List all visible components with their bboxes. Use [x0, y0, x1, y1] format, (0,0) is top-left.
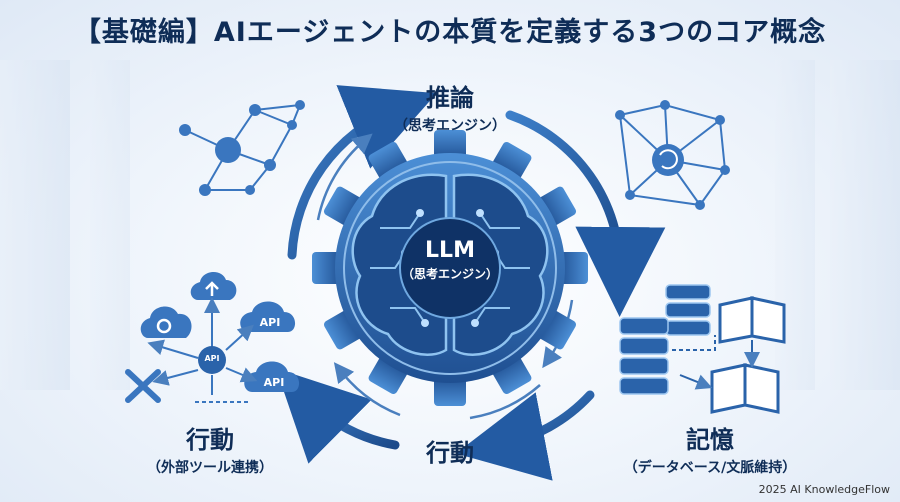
- network-nodes-right: [615, 100, 730, 210]
- cycle-arrows: [275, 85, 666, 481]
- network-icon-left: [184, 104, 301, 191]
- label-action-left: 行動 （外部ツール連携）: [147, 426, 273, 476]
- memory-flow-arrows: [672, 335, 760, 390]
- api-badge-center: API: [204, 354, 220, 363]
- network-nodes-left: [179, 100, 305, 196]
- api-badge-top-right: API: [259, 316, 281, 329]
- label-action-bottom: 行動: [426, 439, 474, 467]
- center-main: LLM: [425, 238, 475, 263]
- background-pillar-right: [830, 60, 900, 390]
- book-icon-top: [718, 296, 786, 344]
- page-title: 【基礎編】AIエージェントの本質を定義する3つのコア概念: [73, 17, 827, 48]
- gear-icon: [156, 318, 172, 334]
- wrench-screwdriver-icon: [125, 369, 161, 403]
- background-pillar-left: [0, 60, 70, 390]
- tools-cluster: [125, 271, 300, 403]
- label-reasoning: 推論 （思考エンジン）: [394, 84, 506, 134]
- center-llm-label: LLM （思考エンジン）: [388, 238, 512, 282]
- label-memory: 記憶 （データベース/文脈維持）: [623, 426, 797, 476]
- api-badge-bottom-right: API: [263, 376, 285, 389]
- background-pillar-left-2: [90, 60, 130, 390]
- gear: [312, 130, 588, 406]
- network-icon-right: [619, 103, 727, 207]
- database-icon: [619, 284, 711, 395]
- footer-credit: 2025 AI KnowledgeFlow: [758, 483, 890, 496]
- book-icon-bottom: [710, 363, 780, 414]
- center-sub: （思考エンジン）: [401, 267, 498, 281]
